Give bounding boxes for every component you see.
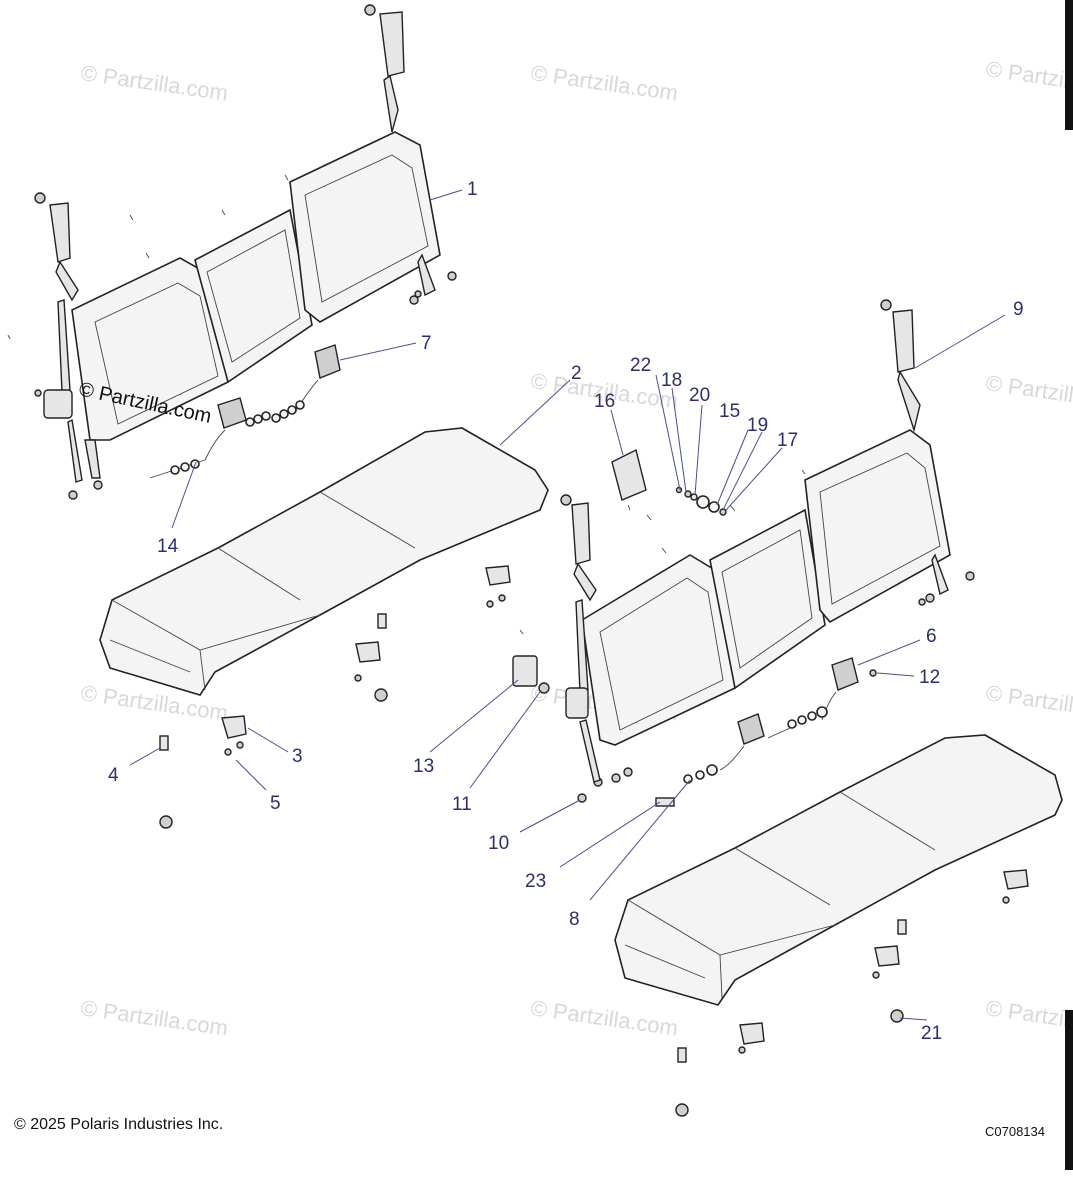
edge-mark — [1065, 0, 1073, 130]
callout-22: 22 — [630, 355, 651, 376]
callout-4: 4 — [108, 765, 119, 786]
seat-cushion-lower — [614, 734, 1063, 1006]
watermark-text: © Partzilla.com — [984, 56, 1073, 101]
leader-lines — [129, 189, 1006, 1021]
watermark-text: © Partzilla.com — [984, 370, 1073, 415]
callout-8: 8 — [569, 909, 580, 930]
callout-9: 9 — [1013, 299, 1024, 320]
backrest-upper — [7, 131, 457, 500]
seat-cushion-upper — [99, 427, 549, 696]
callout-16: 16 — [594, 391, 615, 412]
callout-21: 21 — [921, 1023, 942, 1044]
watermark-text: © Partzilla.com — [984, 680, 1073, 725]
callout-1: 1 — [467, 179, 478, 200]
seat-belt-lower-right — [880, 299, 921, 433]
callout-5: 5 — [270, 793, 281, 814]
callout-19: 19 — [747, 415, 768, 436]
watermark-text: © Partzilla.com — [984, 995, 1073, 1040]
part-11-nut — [538, 682, 550, 694]
callout-6: 6 — [926, 626, 937, 647]
callout-7: 7 — [421, 333, 432, 354]
callout-3: 3 — [292, 746, 303, 767]
callout-20: 20 — [689, 385, 710, 406]
watermark-text: © Partzilla.com — [79, 680, 229, 725]
watermark-text: © Partzilla.com — [79, 995, 229, 1040]
edge-mark — [1065, 1010, 1073, 1170]
callout-17: 17 — [777, 430, 798, 451]
cushion-hardware-upper — [159, 565, 511, 829]
seat-belt-upper-right — [364, 4, 405, 133]
watermark-text: © Partzilla.com — [79, 60, 229, 105]
callout-labels: 1 2 3 4 5 6 7 8 9 10 11 12 13 14 15 16 1… — [108, 179, 1024, 1044]
buckle-7 — [271, 344, 341, 423]
callout-14: 14 — [157, 536, 179, 557]
callout-11: 11 — [452, 794, 472, 815]
copyright-text: © 2025 Polaris Industries Inc. — [14, 1116, 224, 1133]
watermark-text: © Partzilla.com — [529, 60, 679, 105]
buckle-8 — [577, 713, 765, 807]
callout-18: 18 — [661, 370, 682, 391]
seat-belt-lower-left — [560, 494, 601, 783]
callout-15: 15 — [719, 401, 740, 422]
callout-10: 10 — [488, 833, 509, 854]
callout-12: 12 — [919, 667, 940, 688]
callout-13: 13 — [413, 756, 434, 777]
part-13-block — [512, 655, 538, 687]
callout-2: 2 — [571, 363, 582, 384]
watermark-text: © Partzilla.com — [529, 995, 679, 1040]
buckle-6 — [767, 657, 877, 739]
cushion-hardware-lower — [675, 869, 1029, 1117]
backrest-lower — [581, 429, 975, 787]
callout-23: 23 — [525, 871, 546, 892]
seat-belt-upper-left — [34, 192, 83, 483]
part-16-latch — [611, 448, 647, 501]
diagram-code: C0708134 — [985, 1124, 1045, 1139]
